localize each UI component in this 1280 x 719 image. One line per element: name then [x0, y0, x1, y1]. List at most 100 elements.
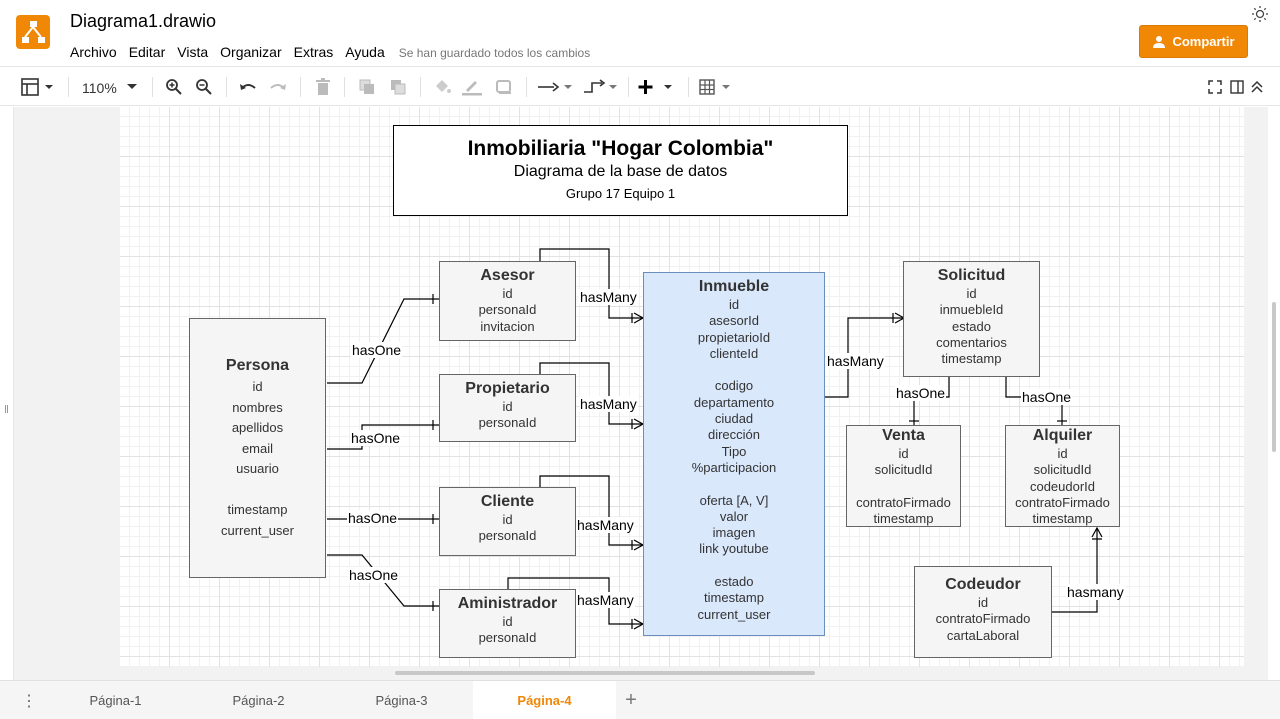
field: current_user: [697, 606, 771, 622]
entity-inmueble[interactable]: Inmueble id asesorId propietarioId clien…: [643, 272, 825, 636]
diagram-group: Grupo 17 Equipo 1: [565, 186, 676, 201]
field: id: [502, 286, 513, 301]
label-asesor-inmueble[interactable]: hasMany: [579, 289, 638, 305]
field: link youtube: [699, 541, 769, 557]
shadow-icon[interactable]: [492, 75, 516, 99]
connection-icon[interactable]: [536, 75, 574, 99]
insert-icon[interactable]: [638, 75, 676, 99]
menu-vista[interactable]: Vista: [177, 44, 209, 60]
field: inmuebleId: [939, 302, 1004, 318]
format-panel-icon[interactable]: [20, 75, 56, 99]
label-cliente-inmueble[interactable]: hasMany: [576, 517, 635, 533]
tab-pagina-3[interactable]: Página-3: [375, 693, 428, 708]
vertical-scroll-thumb[interactable]: [1272, 302, 1276, 452]
label-persona-asesor[interactable]: hasOne: [351, 342, 403, 358]
field: valor: [719, 508, 749, 524]
entity-solicitud[interactable]: Solicitud id inmuebleId estado comentari…: [903, 261, 1040, 377]
entity-title: Cliente: [480, 493, 535, 510]
menu-bar: Archivo Editar Vista Organizar Extras Ay…: [70, 44, 602, 60]
zoom-out-icon[interactable]: [192, 75, 216, 99]
menu-ayuda[interactable]: Ayuda: [345, 44, 385, 60]
field: id: [966, 286, 977, 301]
field: current_user: [221, 522, 294, 538]
field: id: [977, 595, 989, 610]
redo-icon[interactable]: [266, 75, 290, 99]
label-solicitud-alquiler[interactable]: hasOne: [1021, 389, 1073, 405]
entity-persona[interactable]: Persona id nombres apellidos email usuar…: [189, 318, 326, 578]
field: contratoFirmado: [856, 494, 951, 510]
zoom-in-icon[interactable]: [162, 75, 186, 99]
delete-icon[interactable]: [311, 75, 335, 99]
field: timestamp: [704, 590, 764, 606]
waypoints-icon[interactable]: [582, 75, 620, 99]
tab-pagina-4[interactable]: Página-4: [473, 681, 616, 719]
undo-icon[interactable]: [236, 75, 260, 99]
to-front-icon[interactable]: [355, 75, 379, 99]
sidebar-collapsed[interactable]: [0, 107, 14, 680]
share-button[interactable]: Compartir: [1139, 25, 1248, 58]
field: timestamp: [227, 502, 288, 517]
label-persona-cliente[interactable]: hasOne: [347, 510, 399, 526]
drawio-logo-icon[interactable]: [16, 15, 50, 49]
field: codigo: [714, 378, 754, 394]
label-solicitud-venta[interactable]: hasOne: [895, 385, 947, 401]
diagram-title-box[interactable]: Inmobiliaria "Hogar Colombia" Diagrama d…: [393, 125, 848, 216]
menu-editar[interactable]: Editar: [128, 44, 166, 60]
entity-title: Alquiler: [1032, 427, 1093, 444]
label-propietario-inmueble[interactable]: hasMany: [579, 396, 638, 412]
zoom-level[interactable]: 110%: [82, 80, 117, 96]
label-inmueble-solicitud[interactable]: hasMany: [826, 353, 885, 369]
field: Tipo: [721, 443, 747, 459]
menu-organizar[interactable]: Organizar: [220, 44, 282, 60]
field: %participacion: [691, 459, 777, 475]
entity-codeudor[interactable]: Codeudor id contratoFirmado cartaLaboral: [914, 566, 1052, 658]
diagram-subtitle: Diagrama de la base de datos: [513, 163, 728, 180]
label-persona-propietario[interactable]: hasOne: [350, 430, 402, 446]
entity-propietario[interactable]: Propietario id personaId: [439, 374, 576, 442]
chevron-down-icon[interactable]: [127, 84, 137, 90]
fill-color-icon[interactable]: [430, 75, 454, 99]
field: id: [502, 512, 513, 527]
toolbar-separator: [226, 77, 227, 97]
menu-archivo[interactable]: Archivo: [70, 44, 117, 60]
horizontal-scroll-thumb[interactable]: [395, 671, 815, 675]
entity-title: Inmueble: [698, 278, 770, 295]
entity-administrador[interactable]: Aministrador id personaId: [439, 589, 576, 658]
add-page-icon[interactable]: +: [625, 689, 637, 711]
line-color-icon[interactable]: [460, 75, 484, 99]
toolbar-separator: [628, 77, 629, 97]
sidebar-handle[interactable]: [5, 405, 8, 413]
toolbar-separator: [68, 77, 69, 97]
entity-asesor[interactable]: Asesor id personaId invitacion: [439, 261, 576, 341]
label-codeudor-alquiler[interactable]: hasmany: [1066, 584, 1125, 600]
share-label: Compartir: [1172, 34, 1235, 49]
tab-pagina-1[interactable]: Página-1: [89, 693, 142, 708]
toolbar-separator: [688, 77, 689, 97]
field: timestamp: [1032, 511, 1093, 527]
pages-menu-icon[interactable]: ⋮: [21, 692, 37, 710]
theme-sun-icon[interactable]: [1251, 5, 1269, 23]
field: [644, 558, 824, 574]
edge-propietario-inmueble: [539, 362, 643, 425]
entity-cliente[interactable]: Cliente id personaId: [439, 487, 576, 556]
field: usuario: [236, 461, 279, 476]
toolbar-separator: [420, 77, 421, 97]
field: id: [502, 399, 513, 414]
entity-alquiler[interactable]: Alquiler id solicitudId codeudorId contr…: [1005, 425, 1120, 527]
menu-extras[interactable]: Extras: [293, 44, 334, 60]
fullscreen-icon[interactable]: [1206, 75, 1224, 99]
field: contratoFirmado: [935, 611, 1031, 627]
toolbar: 110%: [0, 66, 1280, 106]
format-toggle-icon[interactable]: [1228, 75, 1246, 99]
field: solicitudId: [1033, 462, 1092, 478]
collapse-icon[interactable]: [1248, 75, 1266, 99]
label-persona-administrador[interactable]: hasOne: [348, 567, 400, 583]
table-icon[interactable]: [697, 75, 735, 99]
label-administrador-inmueble[interactable]: hasMany: [576, 592, 635, 608]
document-title[interactable]: Diagrama1.drawio: [70, 11, 217, 31]
tab-pagina-2[interactable]: Página-2: [232, 693, 285, 708]
entity-title: Venta: [882, 427, 925, 444]
to-back-icon[interactable]: [386, 75, 410, 99]
entity-venta[interactable]: Venta id solicitudId contratoFirmado tim…: [846, 425, 961, 527]
save-status: Se han guardado todos los cambios: [398, 46, 591, 60]
